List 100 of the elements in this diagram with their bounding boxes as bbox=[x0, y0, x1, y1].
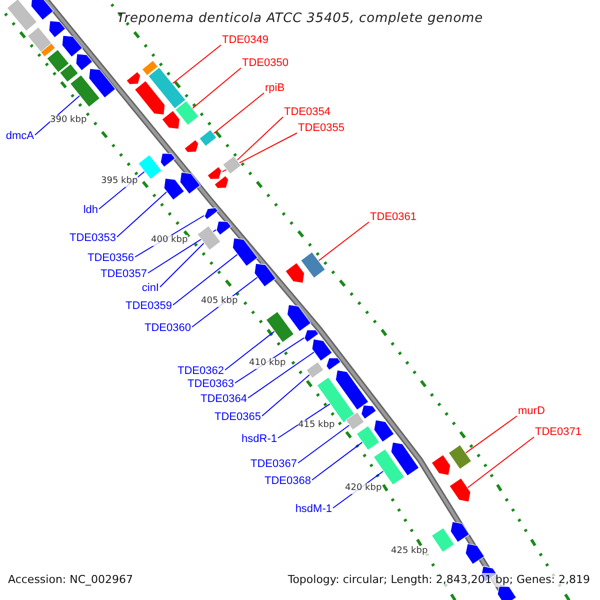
gene-feature bbox=[184, 139, 199, 153]
gene-block bbox=[448, 444, 472, 470]
gene-label: TDE0349 bbox=[222, 33, 268, 47]
position-label: 390 kbp bbox=[50, 115, 87, 126]
gene-feature bbox=[254, 263, 276, 288]
gene-label: TDE0365 bbox=[214, 410, 261, 424]
gene-label: TDE0361 bbox=[370, 210, 416, 224]
gene-label: TDE0355 bbox=[298, 121, 344, 135]
gene-feature bbox=[284, 262, 305, 284]
leader-line bbox=[467, 436, 534, 488]
leader-line bbox=[34, 95, 80, 136]
gene-feature bbox=[162, 110, 180, 130]
position-label: 395 kbp bbox=[101, 176, 138, 187]
gene-feature bbox=[450, 521, 470, 543]
gene-label: TDE0364 bbox=[200, 392, 247, 406]
gene-feature bbox=[335, 370, 369, 410]
gene-block bbox=[70, 74, 100, 108]
gene-block bbox=[142, 60, 158, 76]
gene-feature bbox=[160, 152, 176, 168]
gene-block bbox=[300, 252, 326, 278]
gene-block bbox=[222, 156, 242, 174]
gene-feature bbox=[360, 404, 377, 420]
accession-text: Accession: NC_002967 bbox=[8, 573, 134, 587]
gene-feature bbox=[326, 358, 342, 371]
gene-feature bbox=[374, 420, 394, 442]
position-label: 410 kbp bbox=[249, 358, 286, 369]
gene-feature bbox=[304, 330, 320, 343]
gene-feature bbox=[232, 238, 258, 267]
gene-label: ldh bbox=[83, 203, 98, 217]
gene-feature bbox=[497, 584, 517, 600]
gene-feature bbox=[48, 20, 66, 38]
gene-block bbox=[196, 225, 222, 251]
gene-block bbox=[138, 154, 162, 180]
gene-label: TDE0367 bbox=[250, 457, 297, 471]
leader-line bbox=[248, 352, 315, 398]
position-label: 405 kbp bbox=[201, 296, 238, 307]
leader-line bbox=[312, 442, 363, 480]
gene-feature bbox=[88, 68, 116, 98]
map-title: Treponema denticola ATCC 35405, complete genome bbox=[116, 10, 484, 28]
leader-line bbox=[160, 242, 204, 288]
gene-block bbox=[148, 66, 186, 110]
leader-line bbox=[192, 68, 242, 110]
gene-label: TDE0356 bbox=[88, 251, 134, 265]
gene-label: murD bbox=[518, 404, 545, 418]
gene-label: TDE0360 bbox=[144, 321, 191, 335]
gene-feature bbox=[180, 172, 201, 194]
leader-line bbox=[318, 222, 370, 262]
gene-label: rpiB bbox=[265, 81, 285, 95]
gene-label: hsdR-1 bbox=[242, 432, 277, 446]
gene-feature bbox=[126, 71, 141, 85]
gene-feature bbox=[465, 543, 485, 565]
gene-label: TDE0357 bbox=[100, 267, 147, 281]
gene-block bbox=[306, 361, 324, 379]
gene-feature bbox=[62, 35, 83, 58]
gene-block bbox=[198, 129, 218, 147]
gene-label: cinI bbox=[142, 281, 159, 295]
gene-feature bbox=[286, 304, 312, 332]
genome-info-text: Topology: circular; Length: 2,843,201 bp; Genes: 2,819 bbox=[288, 573, 590, 587]
leader-line bbox=[298, 424, 350, 464]
gene-label: TDE0353 bbox=[70, 231, 116, 245]
gene-block bbox=[59, 64, 79, 82]
gene-feature bbox=[164, 178, 185, 200]
gene-feature bbox=[76, 53, 93, 72]
gene-feature bbox=[30, 0, 54, 20]
gene-label: TDE0350 bbox=[242, 56, 288, 70]
gene-feature bbox=[214, 175, 229, 189]
leader-line bbox=[224, 330, 275, 370]
gene-block bbox=[431, 527, 455, 553]
position-label: 415 kbp bbox=[298, 420, 335, 431]
gene-label: TDE0359 bbox=[126, 299, 172, 313]
gene-block bbox=[356, 425, 380, 451]
gene-feature bbox=[206, 166, 222, 180]
gene-feature bbox=[204, 207, 218, 220]
gene-label: TDE0371 bbox=[535, 425, 582, 439]
leader-line bbox=[116, 191, 168, 238]
gene-block bbox=[6, 0, 38, 32]
leader-line bbox=[262, 374, 310, 416]
leader-line bbox=[278, 403, 331, 438]
gene-label: TDE0354 bbox=[284, 105, 330, 119]
position-label: 420 kbp bbox=[345, 483, 382, 494]
gene-feature bbox=[390, 442, 420, 476]
gene-block bbox=[27, 26, 53, 54]
gene-label: TDE0368 bbox=[264, 474, 311, 488]
gene-feature bbox=[431, 454, 451, 476]
position-label: 425 kbp bbox=[391, 546, 428, 557]
gene-block bbox=[266, 311, 294, 343]
leader-line bbox=[222, 132, 298, 172]
gene-block bbox=[40, 42, 56, 58]
gene-feature bbox=[216, 220, 232, 236]
gene-block bbox=[46, 49, 70, 73]
gene-label: hsdM-1 bbox=[295, 502, 332, 516]
gene-feature bbox=[134, 80, 166, 116]
gene-label: TDE0363 bbox=[188, 377, 234, 391]
leader-line bbox=[172, 44, 222, 84]
gene-feature bbox=[312, 338, 333, 362]
leader-line bbox=[212, 92, 264, 134]
gene-label: dmcA bbox=[6, 129, 34, 143]
leader-line bbox=[465, 416, 518, 454]
position-label: 400 kbp bbox=[151, 235, 188, 246]
gene-label: TDE0362 bbox=[178, 364, 224, 378]
